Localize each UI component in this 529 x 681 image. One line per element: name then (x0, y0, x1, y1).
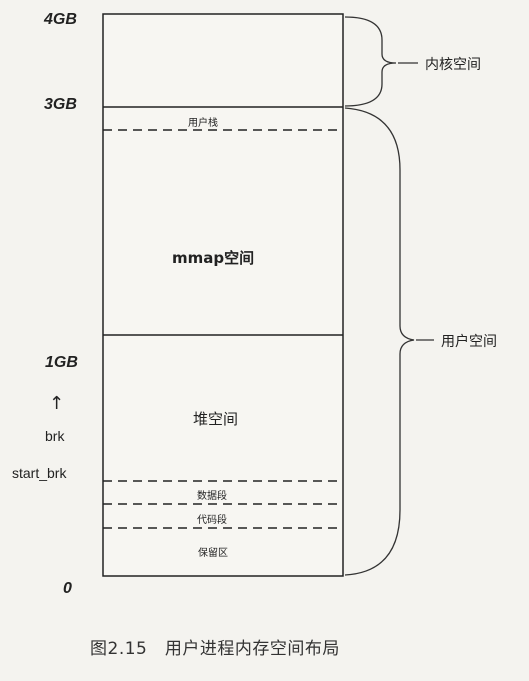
kernel-space-brace (344, 16, 397, 107)
mmap-space-label: mmap空间 (172, 249, 255, 267)
figure-caption: 图2.15 用户进程内存空间布局 (90, 639, 340, 659)
user-space-label: 用户空间 (441, 334, 497, 350)
address-4gb-label: 4GB (44, 11, 77, 28)
user-space-brace (344, 107, 415, 576)
address-0-label: 0 (63, 580, 72, 597)
code-segment-label: 代码段 (197, 515, 227, 526)
reserved-area-label: 保留区 (198, 548, 228, 559)
address-1gb-label: 1GB (45, 354, 78, 371)
address-3gb-label: 3GB (44, 96, 77, 113)
heap-space-label: 堆空间 (193, 410, 239, 428)
kernel-space-label: 内核空间 (425, 57, 481, 73)
user-stack-label: 用户栈 (188, 118, 218, 129)
data-segment-label: 数据段 (197, 491, 227, 502)
start-brk-label: start_brk (12, 465, 67, 481)
brk-label: brk (45, 428, 65, 444)
brk-up-arrow: ↑ (49, 393, 65, 414)
